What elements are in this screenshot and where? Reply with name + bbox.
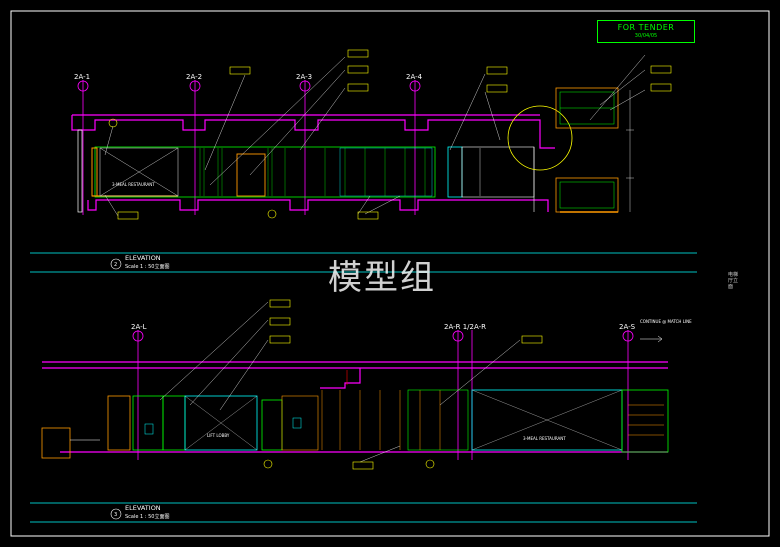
elevation-number-bottom: 3 bbox=[114, 512, 117, 518]
for-tender-stamp: FOR TENDER 30/04/05 bbox=[597, 20, 695, 43]
elevation-bottom: 2A-L 2A-R 1/2A-R 2A-S CONTINUE @ MATCH L… bbox=[41, 299, 692, 470]
grid-label-2a1: 2A-1 bbox=[74, 73, 90, 81]
elevation-label-top: ELEVATION bbox=[125, 254, 161, 262]
slat-panels-bottom bbox=[321, 390, 441, 450]
grid-label-2a3: 2A-3 bbox=[296, 73, 312, 81]
elevation-title-bottom: 3 ELEVATION Scale 1 : 50立面图 bbox=[30, 502, 697, 523]
grid-label-2al: 2A-L bbox=[131, 323, 147, 331]
side-note: 电梯厅立面 bbox=[728, 272, 739, 290]
room-label-top: 3-MEAL RESTAURANT bbox=[112, 182, 155, 187]
watermark-text: 模型组 bbox=[328, 258, 436, 298]
elevation-title-top: 2 ELEVATION Scale 1 : 50立面图 bbox=[30, 252, 697, 273]
elevation-top: 2A-1 2A-2 2A-3 2A-4 3-MEAL RESTAURANT bbox=[71, 49, 672, 220]
wall-panel-outline bbox=[94, 146, 436, 198]
slab-beams-bottom bbox=[42, 361, 668, 453]
sheet-border bbox=[10, 10, 770, 537]
grid-markers-top bbox=[77, 80, 421, 215]
elevation-scale-bottom: Scale 1 : 50立面图 bbox=[125, 513, 169, 520]
match-line-note: CONTINUE @ MATCH LINE bbox=[640, 319, 692, 324]
grid-label-2as: 2A-S bbox=[619, 323, 636, 331]
dimension-lines-top bbox=[479, 90, 634, 212]
tender-title: FOR TENDER bbox=[617, 23, 675, 32]
slat-panels-top bbox=[199, 148, 426, 196]
leader-lines-top bbox=[104, 54, 646, 217]
elevation-number-top: 2 bbox=[114, 262, 117, 268]
material-tags-top bbox=[108, 49, 672, 220]
leader-lines-bottom bbox=[159, 301, 521, 463]
room-label-bottom: 3-MEAL RESTAURANT bbox=[523, 436, 566, 441]
grid-label-2a2: 2A-2 bbox=[186, 73, 202, 81]
elevation-label-bottom: ELEVATION bbox=[125, 504, 161, 512]
slab-beams-top bbox=[71, 114, 555, 212]
tender-date: 30/04/05 bbox=[634, 33, 658, 39]
detail-callout-circle bbox=[507, 105, 573, 171]
material-tags-bottom bbox=[263, 299, 543, 470]
grid-label-2a4: 2A-4 bbox=[406, 73, 423, 81]
grid-label-2ar: 2A-R 1/2A-R bbox=[444, 323, 486, 331]
elevation-scale-top: Scale 1 : 50立面图 bbox=[125, 263, 169, 270]
room-label-lift-lobby: LIFT LOBBY bbox=[207, 433, 230, 438]
